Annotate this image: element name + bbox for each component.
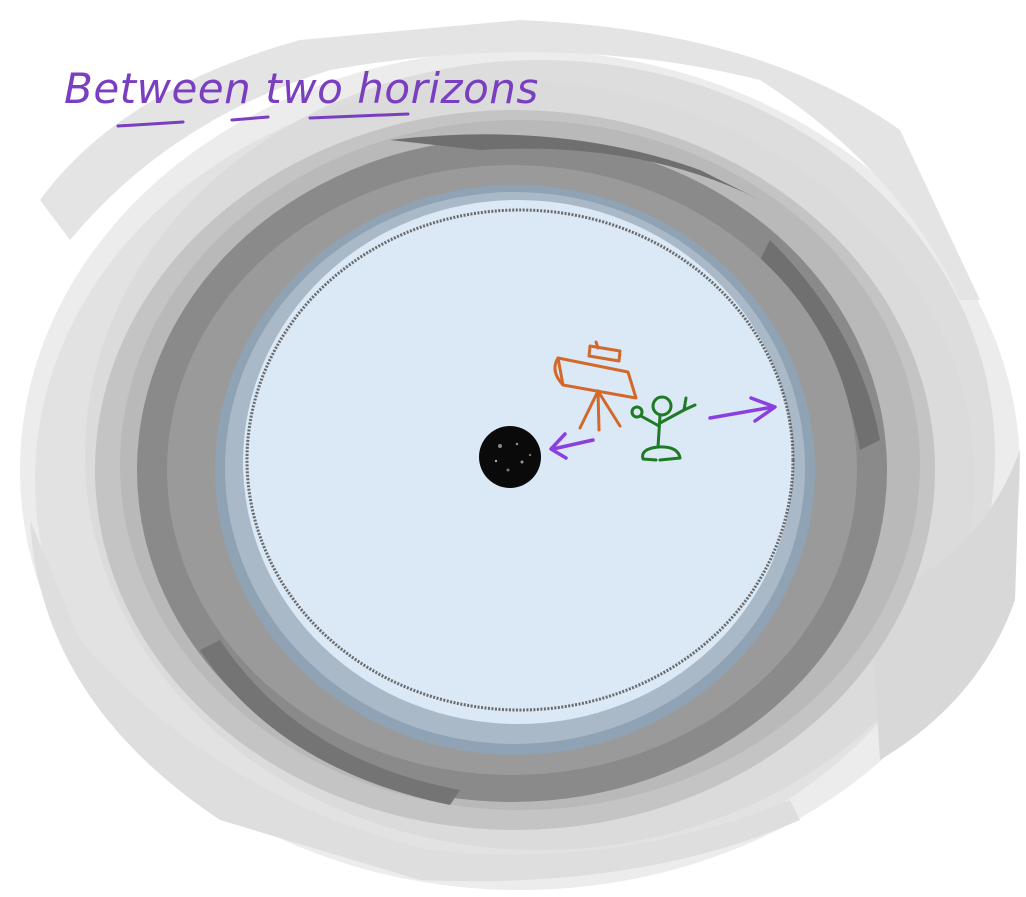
diagram-title: Between two horizons xyxy=(64,64,553,113)
title-word-1: Between xyxy=(64,64,251,113)
title-word-3: horizons xyxy=(357,64,539,113)
title-word-2: two xyxy=(265,64,343,113)
black-hole-icon xyxy=(479,426,541,488)
